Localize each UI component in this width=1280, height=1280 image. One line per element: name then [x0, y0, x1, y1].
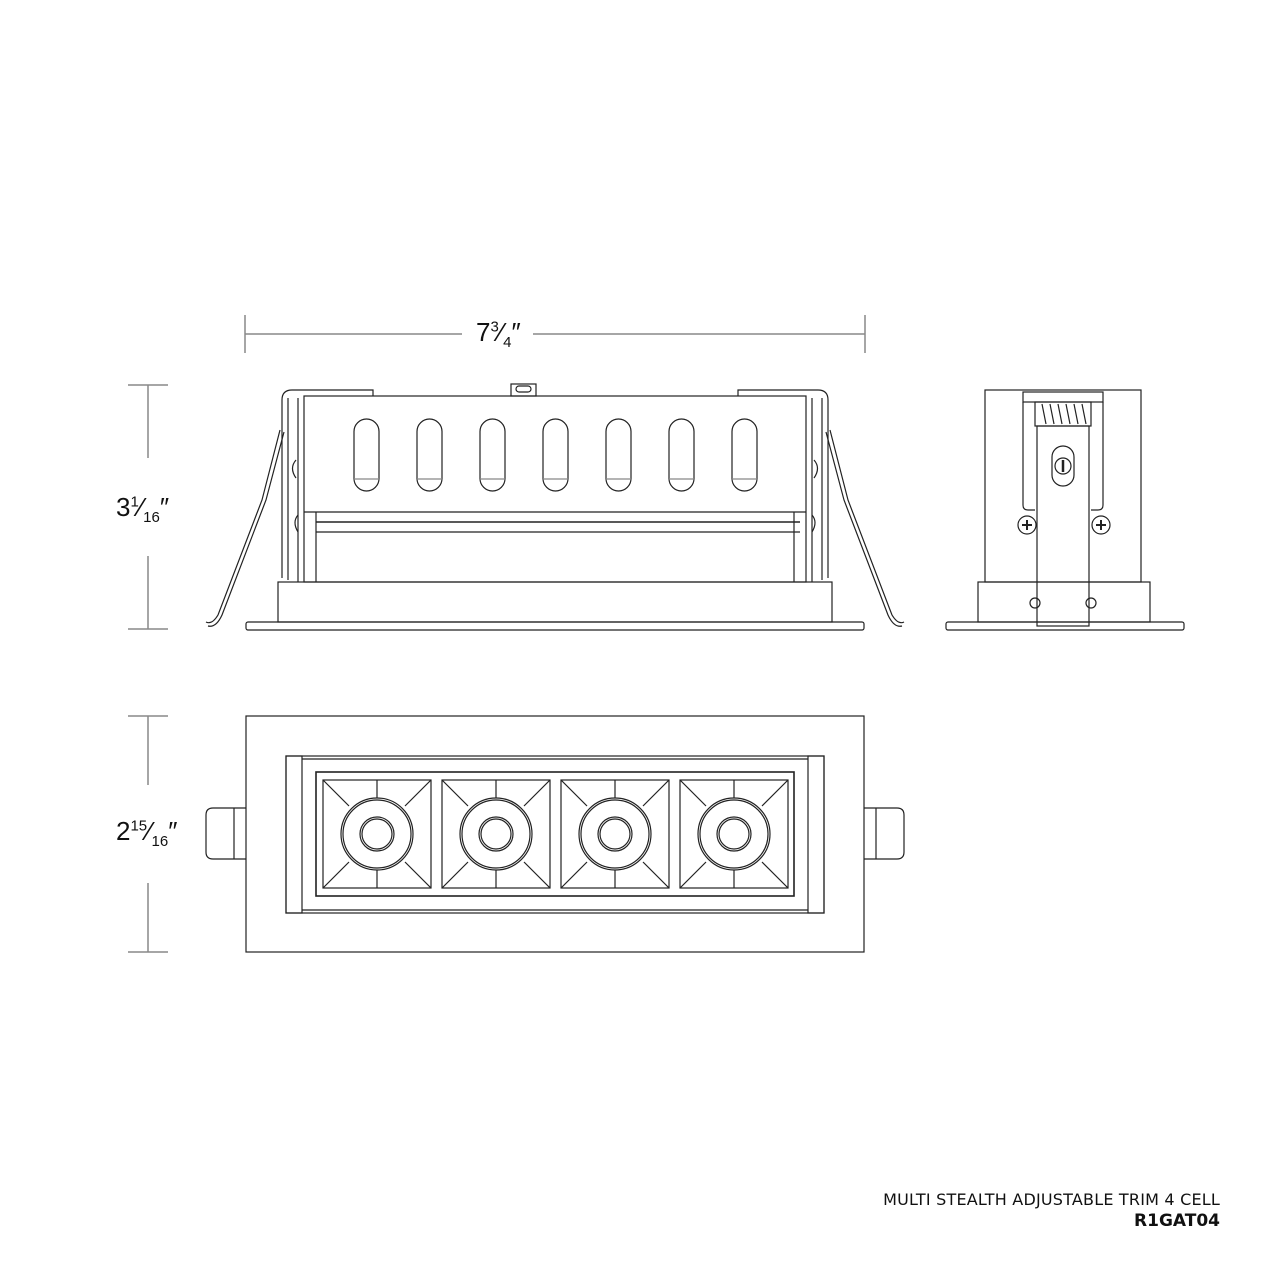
product-name: MULTI STEALTH ADJUSTABLE TRIM 4 CELL — [883, 1190, 1220, 1209]
led-cells — [322, 779, 789, 889]
height-dimension-line — [128, 384, 168, 630]
model-number: R1GAT04 — [1134, 1211, 1220, 1231]
dim-whole: 7 — [476, 317, 491, 347]
title-block: MULTI STEALTH ADJUSTABLE TRIM 4 CELL R1G… — [883, 1190, 1220, 1232]
dim-numerator: 15 — [130, 817, 148, 835]
dim-numerator: 1 — [130, 493, 139, 511]
dim-unit: ″ — [511, 317, 521, 347]
led-cell — [560, 779, 670, 889]
side-elevation-view — [945, 389, 1185, 631]
dim-unit: ″ — [159, 492, 170, 522]
dim-denominator: 16 — [143, 509, 160, 527]
width-dimension-line — [244, 315, 866, 353]
dim-numerator: 3 — [490, 318, 499, 336]
bottom-plan-view — [205, 715, 905, 953]
led-cell — [322, 779, 432, 889]
width-dimension-label: 73⁄4″ — [470, 317, 527, 352]
dim-whole: 2 — [116, 816, 131, 846]
ventilation-slots — [353, 418, 758, 492]
height-dimension-label: 31⁄16″ — [116, 492, 170, 527]
depth-dimension-line — [128, 715, 168, 953]
led-cell — [679, 779, 789, 889]
dim-whole: 3 — [116, 492, 131, 522]
dim-unit: ″ — [168, 816, 178, 846]
led-cell — [441, 779, 551, 889]
depth-dimension-label: 215⁄16″ — [116, 816, 178, 851]
dim-denominator: 16 — [151, 833, 169, 851]
dim-denominator: 4 — [503, 334, 512, 352]
front-elevation-view — [205, 383, 905, 631]
